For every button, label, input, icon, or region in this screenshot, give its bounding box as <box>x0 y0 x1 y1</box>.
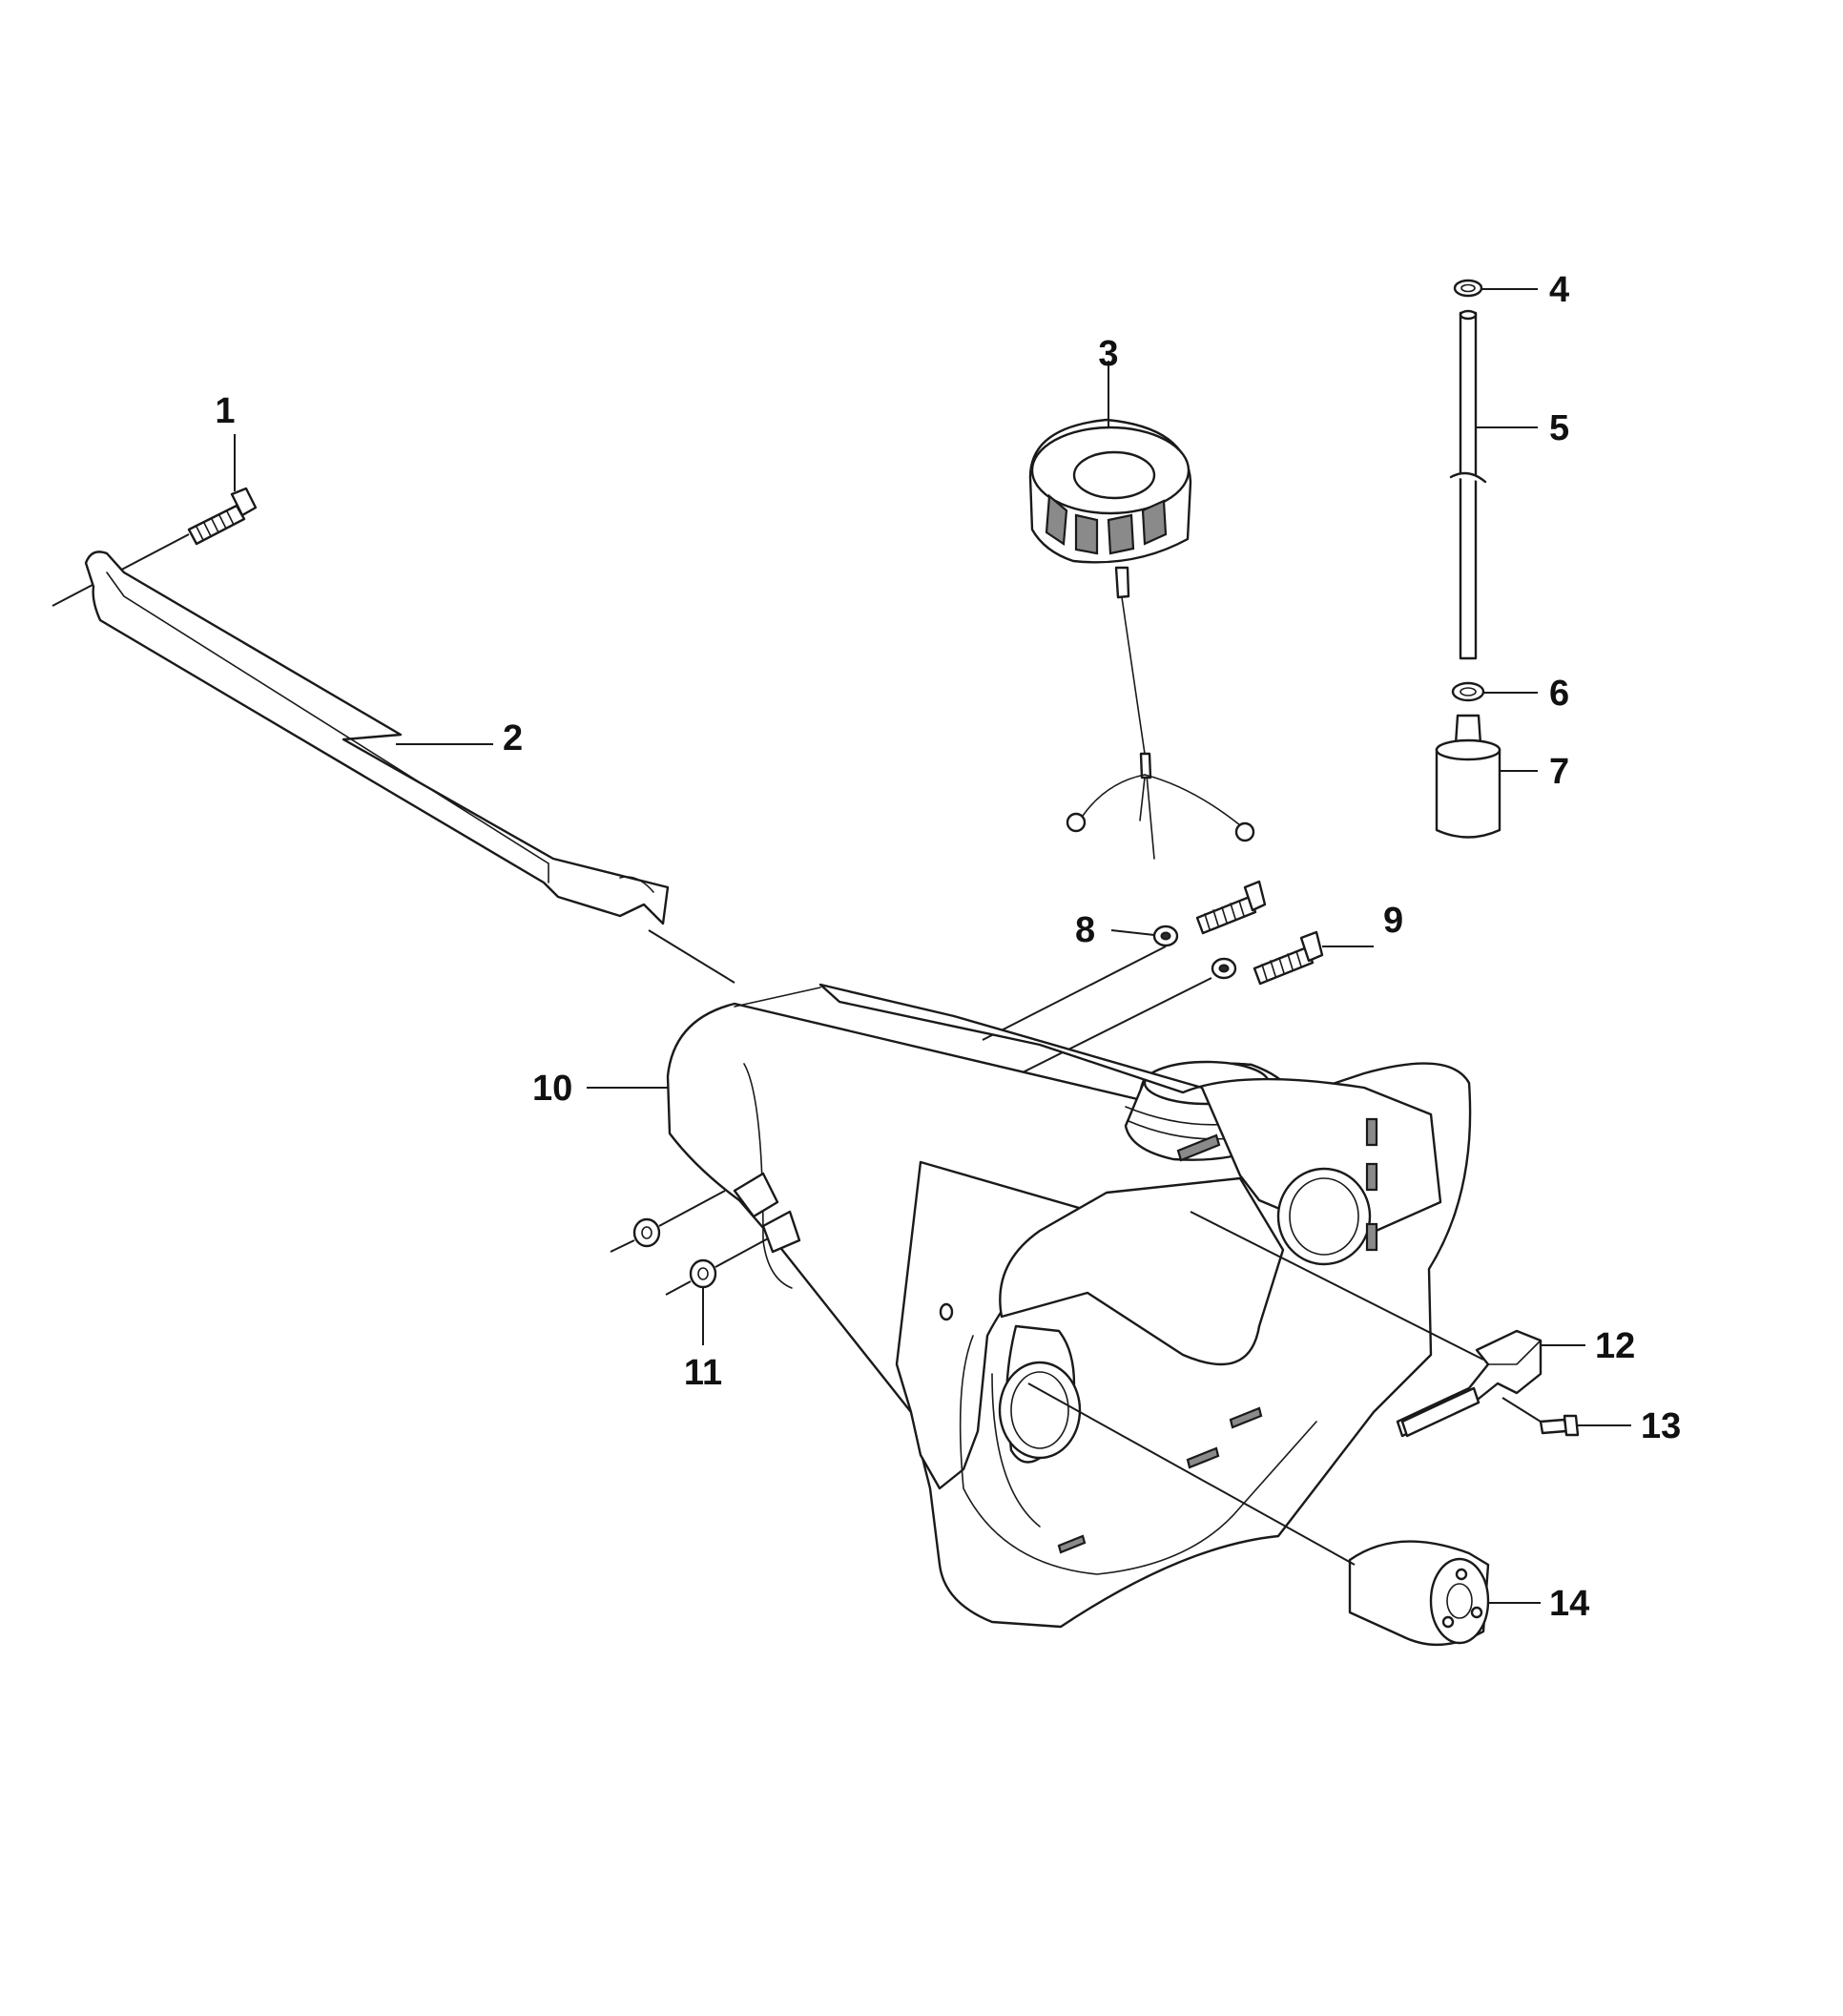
callout-8: 8 <box>1075 910 1095 950</box>
part-11-nut <box>610 1172 801 1345</box>
callout-12: 12 <box>1595 1326 1635 1366</box>
part-5-fuel-hose <box>1449 309 1538 660</box>
part-8-washer <box>1110 925 1179 947</box>
part-13-screw <box>1501 1397 1631 1437</box>
callout-14: 14 <box>1549 1584 1589 1624</box>
callout-7: 7 <box>1549 752 1569 792</box>
part-10-tank-housing <box>587 983 1472 1629</box>
callout-3: 3 <box>1098 334 1118 374</box>
part-12-bracket <box>1190 1211 1585 1438</box>
part-1-screw <box>52 487 258 607</box>
callout-11: 11 <box>684 1353 722 1393</box>
callout-4: 4 <box>1549 270 1569 310</box>
callout-2: 2 <box>503 718 523 759</box>
part-2-guide-rail <box>84 551 735 984</box>
callout-labels: 1 2 3 4 5 6 7 8 9 10 11 12 13 14 <box>215 270 1681 1624</box>
part-7-fuel-filter <box>1435 714 1538 839</box>
part-9-bolt <box>982 880 1374 1079</box>
part-4-o-ring <box>1453 279 1538 298</box>
part-6-o-ring <box>1451 681 1538 702</box>
callout-9: 9 <box>1383 901 1403 941</box>
callout-10: 10 <box>532 1069 572 1109</box>
part-3-fuel-cap <box>1028 361 1255 860</box>
part-14-damper <box>1027 1382 1541 1646</box>
callout-1: 1 <box>215 391 235 431</box>
callout-5: 5 <box>1549 408 1569 448</box>
callout-6: 6 <box>1549 674 1569 714</box>
callout-13: 13 <box>1641 1406 1681 1446</box>
